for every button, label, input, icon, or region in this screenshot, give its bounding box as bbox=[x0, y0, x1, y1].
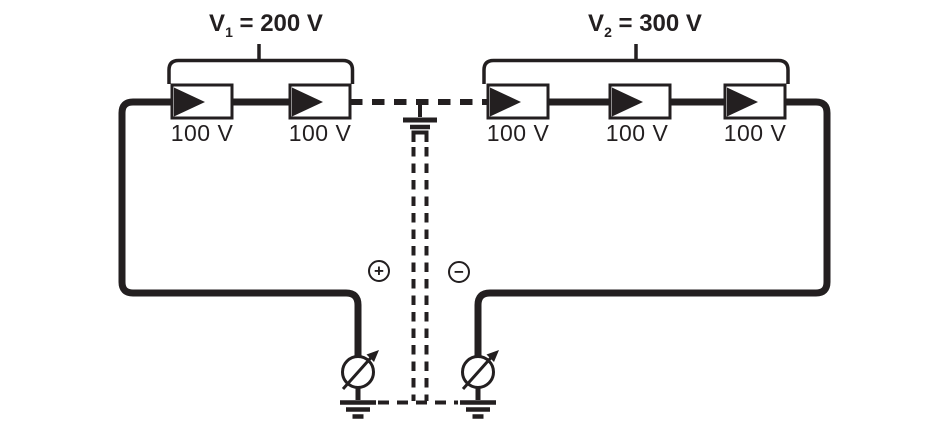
source-arrowhead bbox=[366, 350, 379, 362]
wire-left-loop-path bbox=[118, 98, 362, 356]
arrester-element-1 bbox=[170, 83, 234, 120]
wire-left-loop bbox=[118, 98, 362, 356]
right-string-bracket bbox=[482, 44, 790, 84]
arrester-element-5 bbox=[723, 83, 787, 120]
element-arrow-icon bbox=[727, 87, 758, 117]
plus-polarity-icon: + bbox=[368, 260, 390, 282]
arrester-element-2 bbox=[288, 83, 352, 120]
minus-polarity-icon: − bbox=[448, 261, 470, 283]
v2-symbol: V bbox=[588, 10, 605, 37]
source-needle bbox=[341, 355, 374, 390]
probe-earth-icon bbox=[403, 103, 437, 142]
arrester-element-4 bbox=[608, 83, 672, 120]
v2-subscript: 2 bbox=[604, 23, 612, 40]
bracket-path bbox=[482, 58, 790, 84]
ground-icon-left bbox=[340, 400, 376, 419]
bracket-path bbox=[167, 58, 355, 84]
v2-value: = 300 V bbox=[611, 10, 702, 37]
ground-icon-right bbox=[460, 400, 496, 419]
minus-sign: − bbox=[454, 262, 464, 281]
v1-symbol: V bbox=[209, 10, 226, 37]
source-needle bbox=[461, 355, 494, 390]
arrester-element-3 bbox=[486, 83, 550, 120]
element-arrow-icon bbox=[490, 87, 521, 117]
element-voltage-label-3: 100 V bbox=[486, 120, 550, 146]
v1-string-label: V1 = 200 V bbox=[156, 10, 376, 40]
element-arrow-icon bbox=[612, 87, 643, 117]
wire-right-loop-path bbox=[474, 98, 831, 356]
v1-subscript: 1 bbox=[225, 23, 233, 40]
element-voltage-label-1: 100 V bbox=[170, 120, 234, 146]
element-voltage-label-5: 100 V bbox=[723, 120, 787, 146]
v1-value: = 200 V bbox=[232, 10, 323, 37]
probe-cable-dashed bbox=[411, 147, 429, 401]
wire-right-loop bbox=[474, 98, 831, 356]
left-string-bracket bbox=[167, 44, 355, 84]
v2-string-label: V2 = 300 V bbox=[535, 10, 755, 40]
variable-source-right-icon bbox=[461, 350, 499, 400]
element-voltage-label-2: 100 V bbox=[288, 120, 352, 146]
variable-source-left-icon bbox=[341, 350, 379, 400]
element-arrow-icon bbox=[174, 87, 205, 117]
element-arrow-icon bbox=[292, 87, 323, 117]
element-voltage-label-4: 100 V bbox=[605, 120, 669, 146]
probe-cable-hood bbox=[411, 130, 429, 142]
source-arrowhead bbox=[486, 350, 499, 362]
plus-sign: + bbox=[374, 261, 384, 280]
